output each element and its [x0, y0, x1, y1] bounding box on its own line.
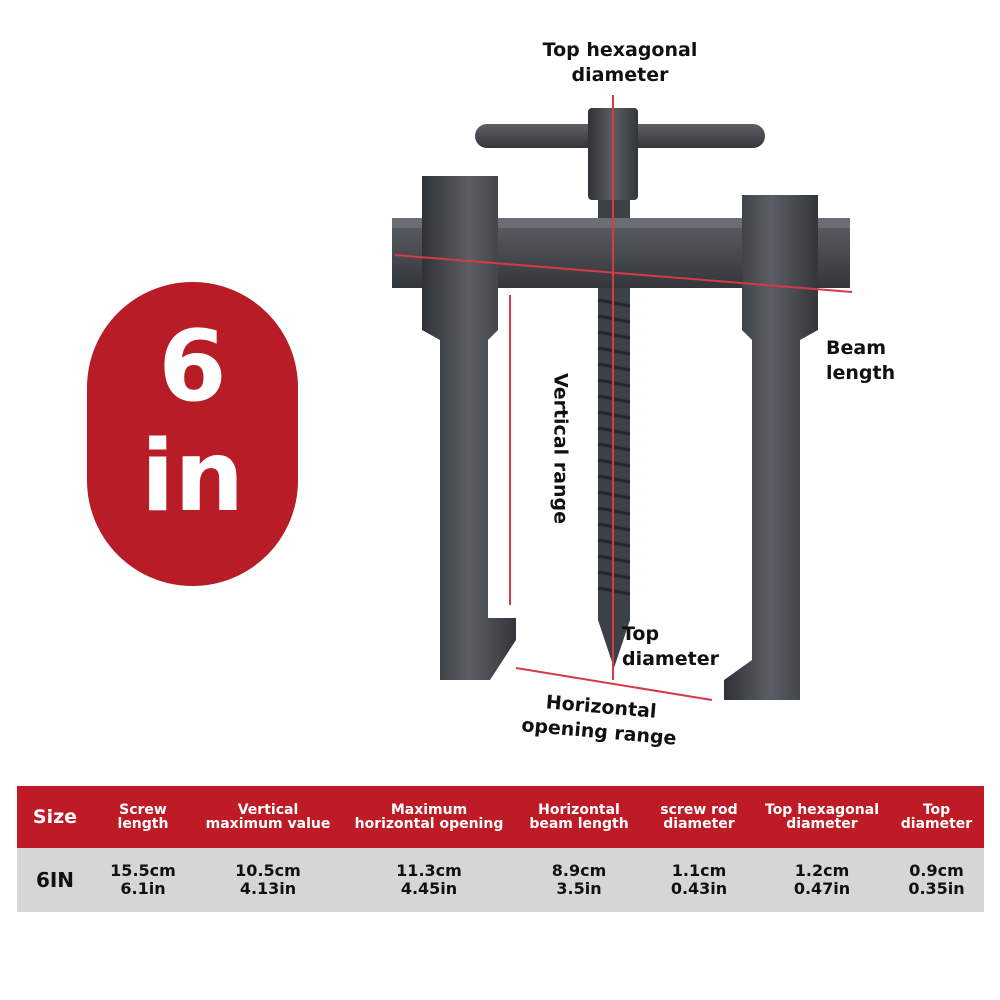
badge-unit: in — [140, 420, 245, 534]
badge-number: 6 — [158, 310, 227, 424]
table-header-row: Size Screw length Vertical maximum value… — [17, 786, 984, 848]
spec-table: Size Screw length Vertical maximum value… — [17, 786, 984, 912]
header-screw-rod-diameter: screw rod diameter — [643, 786, 755, 848]
label-beam-length: Beam length — [826, 337, 896, 384]
header-top-diameter: Top diameter — [889, 786, 984, 848]
header-screw-length: Screw length — [93, 786, 193, 848]
gear-puller-illustration — [392, 95, 853, 701]
size-badge: 6 in — [87, 282, 298, 586]
cell-size: 6IN — [17, 848, 93, 912]
header-vertical-maximum: Vertical maximum value — [193, 786, 343, 848]
header-max-horizontal-opening: Maximum horizontal opening — [343, 786, 515, 848]
left-jaw — [422, 176, 516, 680]
header-horizontal-beam-length: Horizontal beam length — [515, 786, 643, 848]
label-top-hexagonal-diameter: Top hexagonal diameter — [542, 39, 698, 86]
label-vertical-range: Vertical range — [549, 373, 572, 524]
header-top-hexagonal-diameter: Top hexagonal diameter — [755, 786, 889, 848]
label-top-diameter: Top diameter — [622, 623, 719, 670]
right-jaw — [724, 195, 818, 700]
header-size: Size — [17, 786, 93, 848]
